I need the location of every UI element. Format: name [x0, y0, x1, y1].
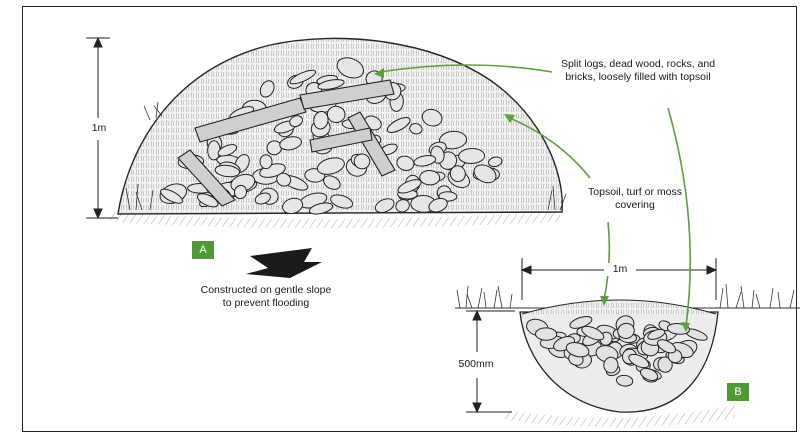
badge-a: A [192, 241, 214, 259]
materials-label: Split logs, dead wood, rocks, and bricks… [548, 58, 728, 84]
rock-shape [604, 357, 619, 373]
height-label-a: 1m [84, 122, 114, 135]
pile-a-drawing [110, 38, 566, 228]
rock-shape [260, 155, 272, 169]
depth-label-b: 500mm [452, 358, 500, 371]
badge-b: B [727, 383, 749, 401]
rock-shape [419, 170, 439, 185]
pile-b-drawing [455, 284, 800, 428]
slope-note: Constructed on gentle slope to prevent f… [196, 284, 336, 310]
rock-shape [535, 328, 556, 341]
rock-shape [208, 141, 221, 160]
covering-label: Topsoil, turf or moss covering [585, 186, 685, 212]
slope-arrow-icon [246, 248, 322, 278]
width-label-b: 1m [604, 263, 636, 276]
rock-shape [458, 148, 485, 164]
